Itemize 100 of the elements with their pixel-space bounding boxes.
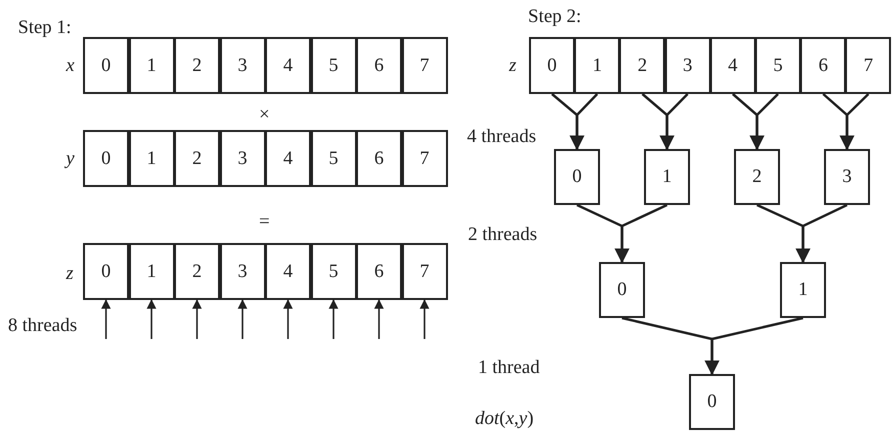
step-heading: Step 2: (528, 7, 582, 26)
cell-value: 0 (101, 148, 111, 170)
arrow (238, 299, 248, 339)
cell-value: 0 (101, 54, 111, 76)
arrow (192, 299, 202, 339)
array-cell (574, 37, 620, 94)
cell-value: 7 (420, 54, 430, 76)
operator-sign: × (259, 105, 270, 124)
arrow (101, 299, 111, 339)
array-cell (83, 243, 129, 300)
array-cell (755, 37, 801, 94)
cell-value: 0 (617, 279, 627, 301)
array-cell (356, 37, 402, 94)
arrow (660, 93, 688, 150)
cell-value: 1 (798, 279, 808, 301)
cell-value: 2 (638, 54, 648, 76)
cell-value: 4 (283, 54, 293, 76)
cell-value: 3 (238, 260, 248, 282)
cell-value: 7 (864, 54, 874, 76)
cell-value: 6 (818, 54, 828, 76)
variable-name: y (66, 149, 74, 168)
cell-value: 2 (752, 166, 762, 188)
arrow (840, 93, 870, 150)
array-cell (356, 243, 402, 300)
array-cell (128, 37, 174, 94)
array-cell (310, 130, 356, 187)
step-heading: Step 1: (18, 18, 72, 37)
variable-name: x (66, 56, 74, 75)
partial-sum-box (824, 149, 870, 205)
cell-value: 0 (572, 166, 582, 188)
cell-value: 1 (662, 166, 672, 188)
cell-value: 1 (146, 148, 156, 170)
array-cell (174, 243, 220, 300)
partial-sum-box (780, 262, 826, 318)
array-cell (402, 130, 448, 187)
array-cell (619, 37, 666, 94)
cell-value: 2 (192, 260, 202, 282)
partial-sum-box (644, 149, 690, 205)
array-cell (174, 130, 220, 187)
partial-sum-box (689, 374, 735, 430)
cell-value: 7 (420, 148, 430, 170)
partial-sum-box (554, 149, 600, 205)
arrow (283, 299, 293, 339)
cell-value: 2 (192, 148, 202, 170)
cell-value: 0 (547, 54, 557, 76)
array-cell (402, 37, 448, 94)
cell-value: 1 (146, 260, 156, 282)
array-cell (83, 37, 129, 94)
array-cell (529, 37, 575, 94)
thread-count: 4 threads (467, 127, 536, 146)
arrow (614, 204, 668, 264)
result-label: dot(x,y) (475, 409, 534, 428)
cell-value: 3 (682, 54, 692, 76)
cell-value: 3 (238, 54, 248, 76)
cell-value: 0 (707, 391, 717, 413)
array-cell (265, 130, 311, 187)
cell-value: 4 (283, 260, 293, 282)
cell-value: 1 (592, 54, 602, 76)
cell-value: 6 (374, 148, 384, 170)
cell-value: 2 (192, 54, 202, 76)
cell-value: 5 (773, 54, 783, 76)
arrow (704, 316, 804, 376)
cell-value: 5 (328, 260, 338, 282)
array-cell (402, 243, 448, 300)
arrow (750, 93, 779, 150)
array-cell (174, 37, 220, 94)
variable-name: z (509, 56, 516, 75)
array-cell (310, 37, 356, 94)
cell-value: 3 (238, 148, 248, 170)
cell-value: 5 (328, 54, 338, 76)
partial-sum-box (734, 149, 780, 205)
thread-count: 8 threads (8, 316, 78, 335)
array-cell (310, 243, 356, 300)
arrow (796, 204, 848, 264)
operator-sign: = (259, 212, 270, 231)
array-cell (83, 130, 129, 187)
cell-value: 6 (374, 54, 384, 76)
array-cell (710, 37, 756, 94)
cell-value: 6 (374, 260, 384, 282)
arrow (328, 299, 338, 339)
array-cell (800, 37, 846, 94)
cell-value: 1 (146, 54, 156, 76)
array-cell (220, 243, 266, 300)
array-cell (220, 37, 266, 94)
cell-value: 0 (101, 260, 111, 282)
variable-name: z (66, 264, 74, 283)
cell-value: 5 (328, 148, 338, 170)
arrow (420, 299, 430, 339)
thread-count: 1 thread (478, 358, 540, 377)
array-cell (845, 37, 892, 94)
array-cell (128, 130, 174, 187)
array-cell (664, 37, 711, 94)
array-cell (265, 37, 311, 94)
array-cell (356, 130, 402, 187)
array-cell (220, 130, 266, 187)
array-cell (128, 243, 174, 300)
cell-value: 7 (420, 260, 430, 282)
arrow (146, 299, 156, 339)
arrow (570, 93, 598, 150)
array-cell (265, 243, 311, 300)
